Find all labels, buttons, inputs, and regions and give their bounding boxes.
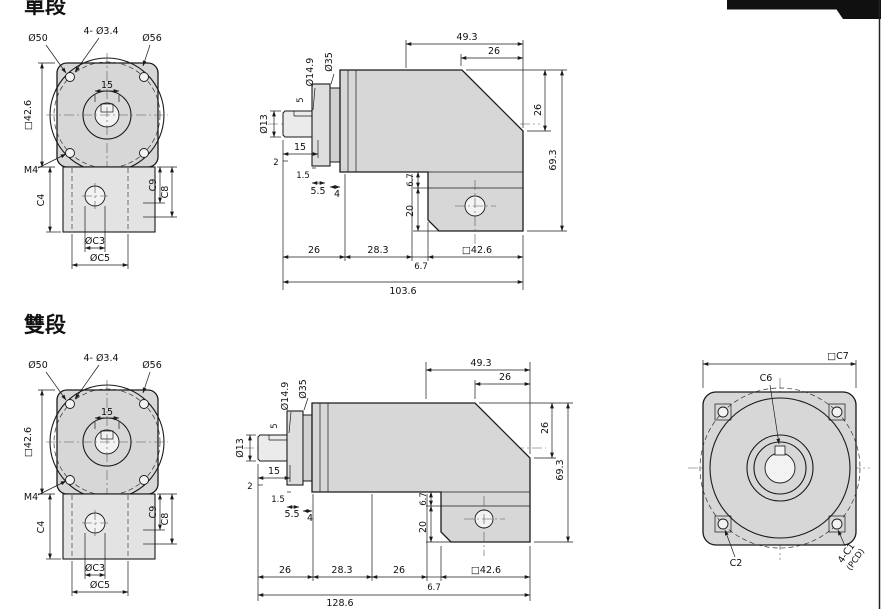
dim-top-length: 49.3 (456, 32, 477, 43)
dim-square-size: □42.6 (23, 427, 34, 457)
dim-ring-width: 4 (307, 513, 313, 524)
dim-step-height: 6.7 (406, 173, 416, 187)
dim-c7-square: □C7 (827, 351, 849, 362)
dim-groove: 1.5 (296, 171, 310, 181)
dim-shaft-diameter: Ø13 (259, 114, 270, 134)
dim-c3: ØC3 (85, 563, 105, 574)
dim-segment-3: 6.7 (427, 583, 441, 593)
single-front-view: Ø50 4- Ø3.4 Ø56 □42.6 15 M4 C4 C9 C8 ØC3… (23, 26, 177, 269)
dim-pilot-diameter: Ø14.9 (305, 58, 316, 87)
dim-c6-keyway: C6 (760, 373, 773, 384)
section-title-double: 雙段 (24, 313, 66, 337)
dim-pcd-diameter: Ø50 (28, 33, 48, 44)
dim-total-height: 69.3 (555, 459, 566, 480)
dim-flange-diameter: Ø56 (142, 360, 162, 371)
dim-shaft-length: 15 (294, 142, 306, 153)
dim-shaft-length: 15 (268, 466, 280, 477)
keyway-slot (774, 445, 786, 456)
rear-bore (764, 452, 796, 484)
dim-c4: C4 (36, 521, 47, 534)
single-side-view: Ø13 Ø14.9 Ø35 5 15 2 1.5 5.5 4 49.3 26 2… (259, 32, 567, 297)
double-back-view: □C7 C6 C2 4-C1 (PCD) (688, 351, 870, 573)
single-front-geometry (38, 38, 177, 269)
dim-thread: M4 (24, 165, 38, 176)
dim-c5: ØC5 (90, 580, 110, 591)
dim-pcd-diameter: Ø50 (28, 360, 48, 371)
dim-body-square: □42.6 (471, 565, 501, 576)
dim-segment-2: 28.3 (367, 245, 388, 256)
dim-c9: C9 (148, 179, 159, 192)
dim-ring-width: 4 (334, 189, 340, 200)
dim-c2-counterbore: C2 (730, 558, 743, 569)
dim-segment-1: 26 (308, 245, 320, 256)
dim-c3: ØC3 (85, 236, 105, 247)
dim-groove: 1.5 (271, 495, 285, 505)
dim-flange-width: 5.5 (284, 509, 299, 520)
dim-key: 5 (296, 97, 306, 102)
dim-total-length: 128.6 (326, 598, 353, 609)
dim-key: 5 (270, 423, 280, 428)
product-photo-corner (727, 0, 881, 19)
dim-shaft-diameter: Ø13 (235, 438, 246, 458)
dim-c8: C8 (160, 513, 171, 526)
dim-top-offset: 26 (488, 46, 500, 57)
double-side-view: Ø13 Ø14.9 Ø35 5 15 2 1.5 5.5 4 49.3 26 2… (235, 358, 573, 609)
dim-hub-width: 15 (101, 407, 113, 418)
dim-spigot-diameter: Ø35 (298, 379, 309, 399)
sheet-frame (727, 0, 881, 609)
dim-lower-height: 20 (418, 521, 429, 533)
dim-spigot-diameter: Ø35 (324, 52, 335, 72)
dim-c5: ØC5 (90, 253, 110, 264)
dim-flange-width: 5.5 (310, 186, 325, 197)
dim-c9: C9 (148, 506, 159, 519)
gearbox-housing (339, 69, 524, 232)
dim-top-offset: 26 (499, 372, 511, 383)
dim-total-length: 103.6 (389, 286, 416, 297)
dim-segment-3: 6.7 (414, 262, 428, 272)
dim-bolt-holes: 4- Ø3.4 (83, 26, 118, 37)
double-front-view: Ø50 4- Ø3.4 Ø56 □42.6 15 M4 C4 C9 C8 ØC3… (23, 353, 177, 596)
dim-c8: C8 (160, 186, 171, 199)
dim-square-size: □42.6 (23, 100, 34, 130)
dim-total-height: 69.3 (548, 149, 559, 170)
dim-c4: C4 (36, 194, 47, 207)
dim-segment-2b: 26 (393, 565, 405, 576)
dim-top-length: 49.3 (470, 358, 491, 369)
dim-tip-step: 2 (247, 482, 252, 492)
dim-segment-2: 28.3 (331, 565, 352, 576)
dim-flange-diameter: Ø56 (142, 33, 162, 44)
dim-tip-step: 2 (273, 158, 278, 168)
dim-step-height: 6.7 (419, 492, 429, 506)
input-shaft (257, 434, 288, 462)
double-front-geometry (38, 365, 177, 596)
dim-thread: M4 (24, 492, 38, 503)
dim-corner-height: 26 (540, 422, 551, 434)
dim-corner-height: 26 (533, 104, 544, 116)
dim-pilot-diameter: Ø14.9 (280, 382, 291, 411)
dim-segment-1: 26 (279, 565, 291, 576)
section-title-single: 單段 (24, 0, 66, 18)
input-shaft (282, 110, 313, 138)
input-flange (286, 410, 304, 486)
dim-hub-width: 15 (101, 80, 113, 91)
dim-bolt-holes: 4- Ø3.4 (83, 353, 118, 364)
dim-body-square: □42.6 (462, 245, 492, 256)
dim-lower-height: 20 (405, 205, 416, 217)
